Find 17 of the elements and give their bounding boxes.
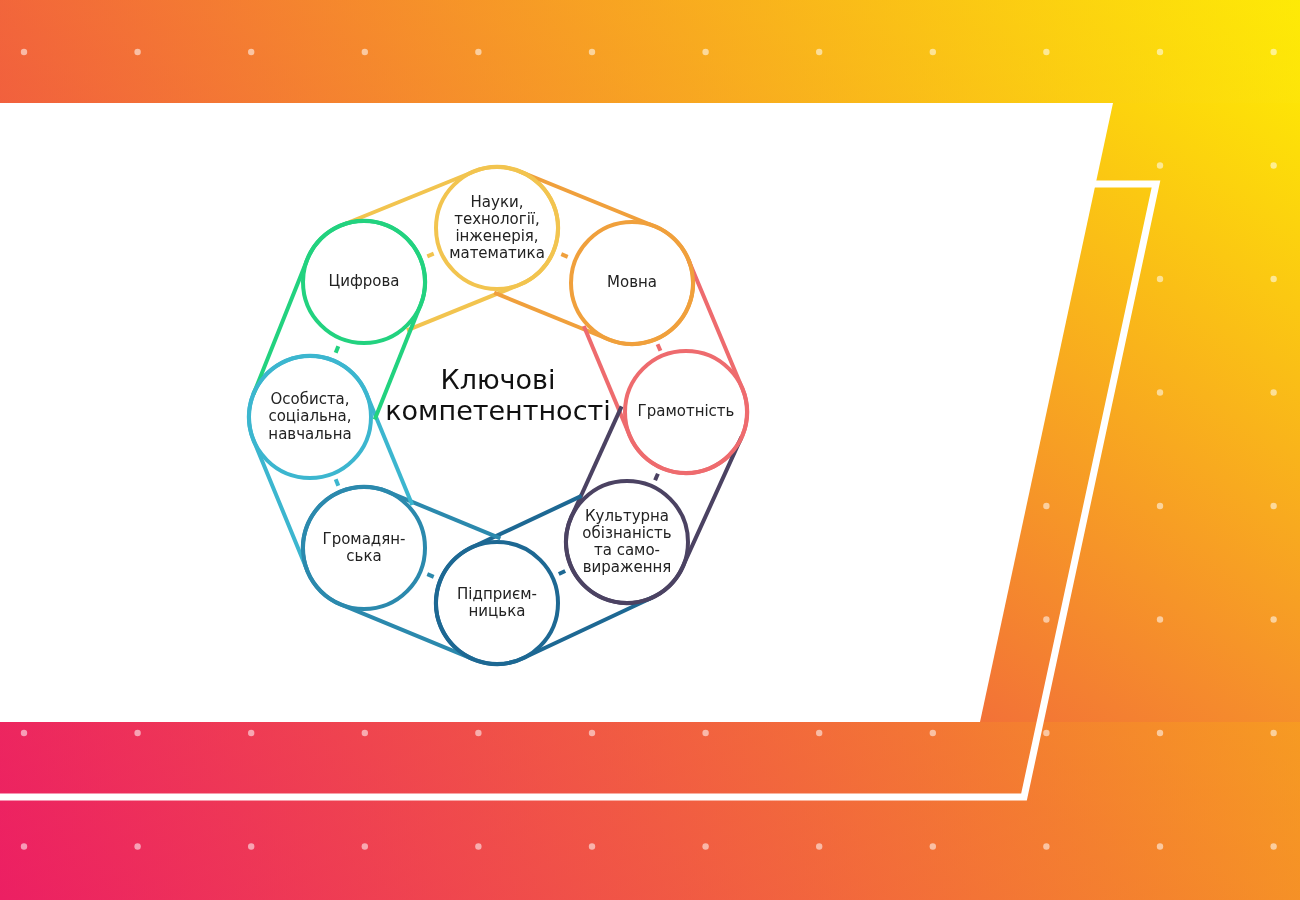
competence-circle: [301, 219, 427, 345]
competence-circle: [569, 220, 695, 346]
competence-label: Підприєм-ницька: [456, 585, 538, 621]
competence-label: Громадян-ська: [321, 530, 407, 566]
competence-label: Грамотність: [636, 403, 736, 421]
competence-label: Мовна: [606, 274, 658, 292]
competence-circle: [623, 349, 749, 475]
competence-label: Науки, технології, інженерія, математика: [448, 193, 546, 263]
competence-label: Культурна обізнаність та само-вираження: [581, 507, 673, 577]
competence-label: Цифрова: [327, 273, 401, 291]
competence-circle: [247, 354, 373, 480]
center-title: Ключові компетентності: [384, 364, 612, 427]
competence-label: Особиста, соціальна, навчальна: [267, 391, 353, 443]
competence-circle: [434, 540, 560, 666]
competence-circle: [434, 165, 560, 291]
competence-circle: [301, 485, 427, 611]
competence-circle: [564, 479, 690, 605]
